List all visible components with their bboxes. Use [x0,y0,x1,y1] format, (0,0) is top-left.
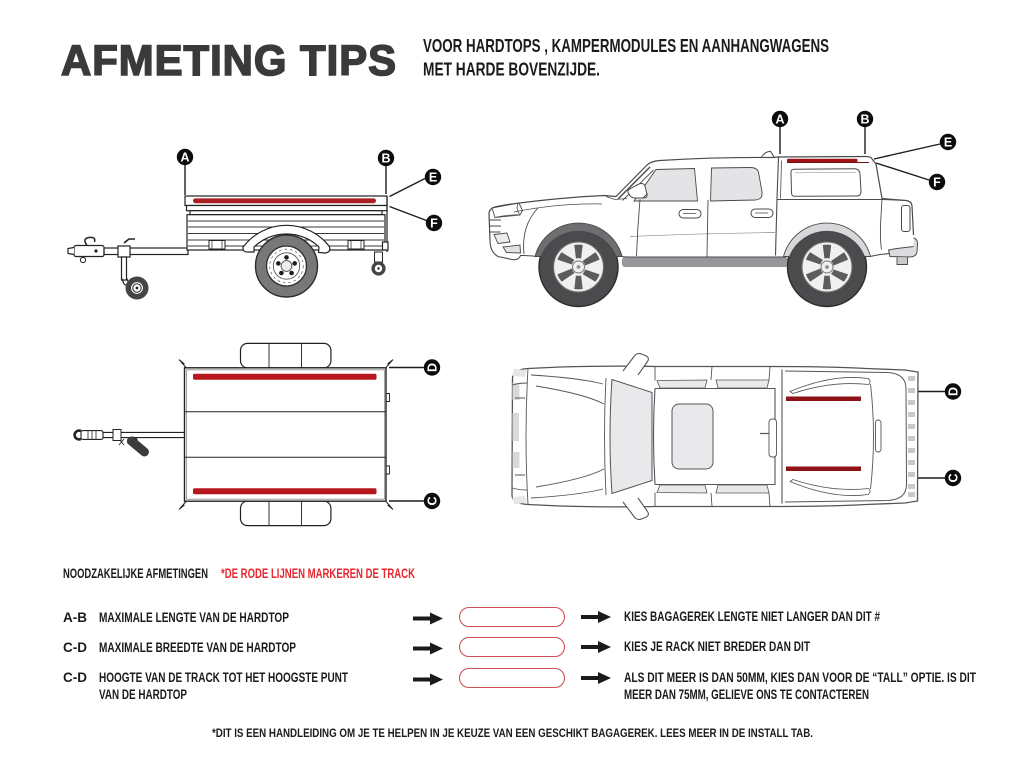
svg-text:VOOR HARDTOPS , KAMPERMODULES: VOOR HARDTOPS , KAMPERMODULES EN AANHANG… [423,36,829,56]
svg-text:VAN DE HARDTOP: VAN DE HARDTOP [99,687,187,702]
svg-text:*DE RODE LIJNEN MARKEREN DE TR: *DE RODE LIJNEN MARKEREN DE TRACK [221,566,415,581]
svg-text:MAXIMALE LENGTE VAN DE HARDTOP: MAXIMALE LENGTE VAN DE HARDTOP [99,610,289,625]
svg-text:F: F [933,176,941,190]
svg-text:HOOGTE VAN DE TRACK TOT HET HO: HOOGTE VAN DE TRACK TOT HET HOOGSTE PUNT [99,670,349,685]
svg-text:A: A [180,151,189,165]
svg-text:E: E [944,136,952,150]
svg-text:D: D [426,363,440,372]
svg-text:B: B [381,152,390,166]
svg-text:MEER DAN 75MM, GELIEVE ONS TE: MEER DAN 75MM, GELIEVE ONS TE CONTACTERE… [624,687,869,702]
svg-text:MAXIMALE BREEDTE VAN DE HARDTO: MAXIMALE BREEDTE VAN DE HARDTOP [99,640,296,655]
svg-text:B: B [860,113,869,127]
svg-text:KIES BAGAGEREK LENGTE NIET LAN: KIES BAGAGEREK LENGTE NIET LANGER DAN DI… [624,609,880,624]
svg-text:C: C [426,496,440,505]
svg-text:NOODZAKELIJKE AFMETINGEN: NOODZAKELIJKE AFMETINGEN [63,566,208,581]
svg-text:A-B: A-B [63,609,87,625]
svg-text:AFMETING TIPS: AFMETING TIPS [61,37,397,85]
svg-text:A: A [775,113,784,127]
svg-text:C: C [947,473,961,482]
svg-text:KIES JE RACK NIET BREDER DAN D: KIES JE RACK NIET BREDER DAN DIT [624,639,811,654]
svg-text:D: D [947,387,961,396]
svg-text:F: F [430,217,438,231]
svg-text:ALS DIT MEER IS DAN 50MM, KIES: ALS DIT MEER IS DAN 50MM, KIES DAN VOOR … [624,670,977,685]
svg-text:C-D: C-D [63,669,87,685]
svg-text:MET HARDE BOVENZIJDE.: MET HARDE BOVENZIJDE. [423,60,600,80]
svg-text:E: E [429,171,437,185]
svg-text:*DIT IS EEN HANDLEIDING OM JE: *DIT IS EEN HANDLEIDING OM JE TE HELPEN … [212,726,813,740]
svg-text:C-D: C-D [63,639,87,655]
